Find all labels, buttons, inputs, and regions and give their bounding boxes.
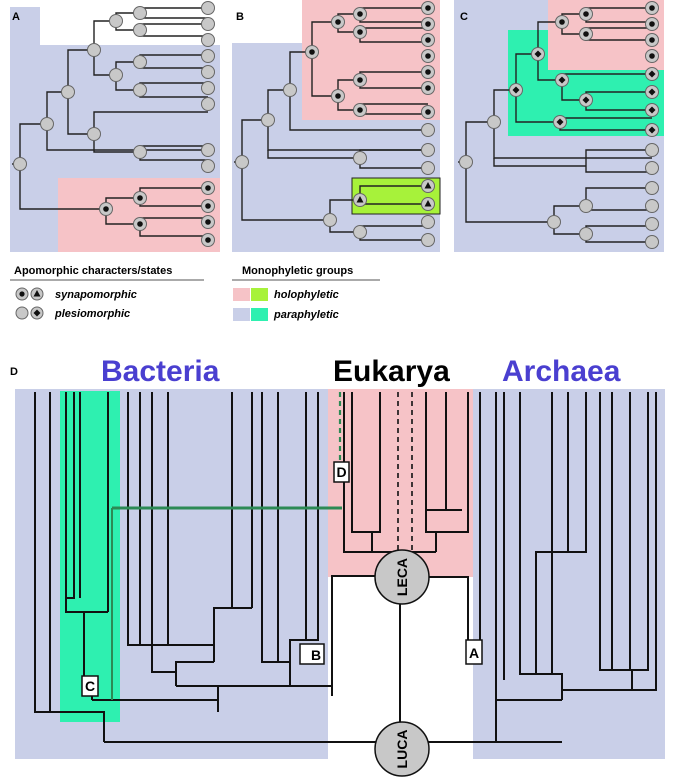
svg-text:A: A (469, 645, 479, 661)
holophyletic-pink-swatch (233, 288, 250, 301)
legend-characters-title: Apomorphic characters/states (14, 265, 172, 277)
panel-d: D Bacteria Eukarya Archaea (10, 355, 665, 777)
paraphyletic-region (454, 0, 664, 252)
legend-paraphyletic-label: paraphyletic (273, 309, 339, 321)
marker-c: C (81, 675, 99, 697)
panel-b-label: B (236, 11, 244, 23)
plesiomorphic-nodes (459, 115, 659, 249)
paraphyletic-teal-swatch (251, 308, 268, 321)
archaea-title: Archaea (502, 355, 621, 388)
legend-groups-title: Monophyletic groups (242, 265, 353, 277)
panel-c: C (454, 0, 664, 252)
synapomorphic-nodes (555, 1, 659, 63)
luca-label: LUCA (394, 730, 410, 769)
synapomorphic-nodes (305, 1, 435, 119)
svg-text:B: B (311, 647, 321, 663)
legend-groups: Monophyletic groups holophyletic paraphy… (232, 265, 380, 321)
legend-holophyletic-label: holophyletic (274, 289, 339, 301)
leca-label: LECA (394, 558, 410, 596)
marker-d: D (333, 461, 350, 483)
paraphyletic-blue-swatch (233, 308, 250, 321)
legend-plesiomorphic-label: plesiomorphic (54, 308, 130, 320)
panel-d-label: D (10, 366, 18, 378)
panel-b: B (232, 0, 441, 252)
synapomorphic-nodes (99, 181, 215, 247)
leca-node: LECA (374, 549, 430, 605)
marker-a: A (465, 639, 483, 665)
paraphyletic-clade-region (60, 391, 120, 722)
diamond-plesiomorphic-nodes (509, 47, 659, 137)
triangle-synapomorphic-nodes (353, 179, 435, 211)
bacteria-title: Bacteria (101, 355, 220, 388)
panel-a: A (10, 1, 220, 252)
marker-b: B (299, 643, 325, 665)
archaea-branches (400, 392, 657, 743)
plesiomorphic-nodes (13, 1, 215, 173)
holophyletic-green-swatch (251, 288, 268, 301)
holophyletic-region (58, 178, 220, 252)
svg-text:C: C (85, 678, 95, 694)
legend-synapomorphic-label: synapomorphic (55, 289, 137, 301)
legend-characters: Apomorphic characters/states synapomorph… (10, 265, 204, 320)
eukarya-dashed-branches (397, 392, 413, 560)
luca-node: LUCA (374, 721, 430, 777)
panel-c-label: C (460, 11, 468, 23)
holophyletic-region (302, 0, 440, 120)
holophyletic-region (548, 0, 664, 70)
plesiomorphic-circle-icon (15, 306, 29, 320)
bacteria-branches (34, 392, 400, 743)
panel-a-label: A (12, 11, 20, 23)
eukarya-title: Eukarya (333, 355, 450, 388)
plesiomorphic-nodes (235, 83, 435, 247)
svg-text:D: D (336, 464, 346, 480)
eukarya-region (328, 389, 473, 577)
